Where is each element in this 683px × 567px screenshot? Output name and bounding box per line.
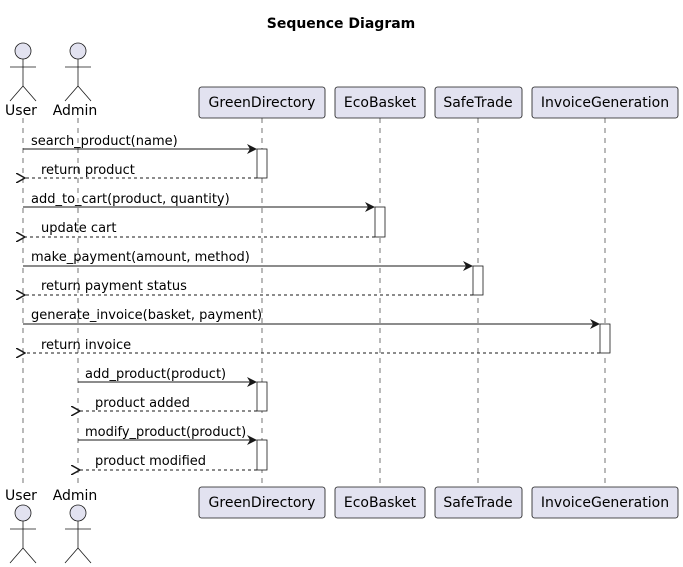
actor-user-top[interactable] bbox=[9, 42, 37, 102]
participant-label-green-directory-top: GreenDirectory bbox=[209, 95, 316, 111]
participant-label-safe-trade-bottom: SafeTrade bbox=[443, 495, 512, 511]
participant-safe-trade-top[interactable] bbox=[434, 86, 523, 119]
message-label-6: return payment status bbox=[41, 279, 187, 294]
participant-eco-basket-bottom[interactable] bbox=[334, 486, 426, 519]
message-label-4: update cart bbox=[41, 221, 117, 236]
actor-user-bottom[interactable] bbox=[9, 504, 37, 564]
activation-invoice-generation-1 bbox=[599, 323, 611, 354]
actor-label-user-top: User bbox=[5, 103, 37, 119]
participant-green-directory-bottom[interactable] bbox=[198, 486, 326, 519]
actor-admin-top[interactable] bbox=[64, 42, 92, 102]
message-label-3: add_to_cart(product, quantity) bbox=[31, 192, 230, 207]
participant-label-invoice-generation-bottom: InvoiceGeneration bbox=[541, 495, 669, 511]
activation-green-directory-2 bbox=[256, 381, 268, 412]
message-label-10: product added bbox=[95, 396, 190, 411]
activation-green-directory-3 bbox=[256, 439, 268, 471]
participant-invoice-generation-top[interactable] bbox=[531, 86, 679, 119]
activation-eco-basket-1 bbox=[374, 206, 386, 238]
message-label-2: return product bbox=[41, 163, 135, 178]
actor-head-icon bbox=[14, 504, 32, 522]
message-label-8: return invoice bbox=[41, 338, 131, 353]
participant-green-directory-top[interactable] bbox=[198, 86, 326, 119]
participant-invoice-generation-bottom[interactable] bbox=[531, 486, 679, 519]
participant-label-invoice-generation-top: InvoiceGeneration bbox=[541, 95, 669, 111]
actor-head-icon bbox=[69, 504, 87, 522]
message-label-7: generate_invoice(basket, payment) bbox=[31, 308, 262, 323]
message-label-1: search_product(name) bbox=[31, 134, 178, 149]
actor-head-icon bbox=[69, 42, 87, 60]
participant-eco-basket-top[interactable] bbox=[334, 86, 426, 119]
message-label-5: make_payment(amount, method) bbox=[31, 250, 250, 265]
participant-safe-trade-bottom[interactable] bbox=[434, 486, 523, 519]
actor-label-admin-top: Admin bbox=[53, 103, 98, 119]
message-label-11: modify_product(product) bbox=[85, 425, 246, 440]
activation-green-directory-1 bbox=[256, 148, 268, 179]
participant-label-eco-basket-top: EcoBasket bbox=[344, 95, 417, 111]
lifelines bbox=[22, 118, 606, 487]
message-label-9: add_product(product) bbox=[85, 367, 226, 382]
actor-label-user-bottom: User bbox=[5, 488, 37, 504]
message-label-12: product modified bbox=[95, 454, 206, 469]
participant-label-eco-basket-bottom: EcoBasket bbox=[344, 495, 417, 511]
actor-admin-bottom[interactable] bbox=[64, 504, 92, 564]
actor-head-icon bbox=[14, 42, 32, 60]
participant-label-safe-trade-top: SafeTrade bbox=[443, 95, 512, 111]
diagram-title: Sequence Diagram bbox=[267, 16, 416, 32]
actor-label-admin-bottom: Admin bbox=[53, 488, 98, 504]
activation-safe-trade-1 bbox=[472, 265, 484, 296]
participant-label-green-directory-bottom: GreenDirectory bbox=[209, 495, 316, 511]
